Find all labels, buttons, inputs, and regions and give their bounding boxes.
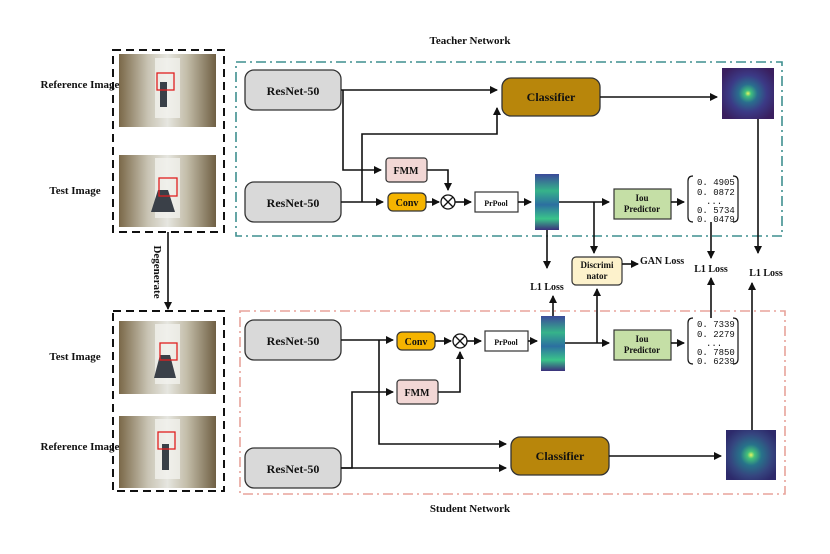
student-conv-label: Conv bbox=[405, 337, 428, 348]
teacher-multiply-icon bbox=[440, 194, 456, 210]
teacher-test-label: Test Image bbox=[49, 185, 100, 197]
student-score-vector: 0. 7339 0. 2279 ... 0. 7850 0. 6239 bbox=[687, 317, 739, 367]
student-heatmap bbox=[726, 430, 776, 480]
teacher-classifier-label: Classifier bbox=[527, 90, 576, 104]
teacher-reference-image bbox=[119, 54, 216, 127]
student-resnet-bottom-label: ResNet-50 bbox=[267, 462, 320, 476]
teacher-score-2: ... bbox=[706, 197, 722, 207]
student-reference-image bbox=[119, 416, 216, 488]
heatmap-l1-loss-label: L1 Loss bbox=[749, 268, 783, 279]
edge-t-fmm-multiply bbox=[427, 169, 452, 191]
student-images-frame bbox=[112, 310, 225, 492]
student-multiply-icon bbox=[452, 333, 468, 349]
student-fmm-label: FMM bbox=[405, 388, 431, 399]
edge-s-test-classifier bbox=[378, 340, 507, 448]
teacher-images-frame bbox=[112, 49, 225, 233]
student-network-frame bbox=[239, 310, 786, 495]
student-resnet-top-label: ResNet-50 bbox=[267, 334, 320, 348]
teacher-conv-label: Conv bbox=[396, 198, 419, 209]
teacher-prpool-label: PrPool bbox=[484, 199, 508, 208]
teacher-score-0: 0. 4905 bbox=[697, 178, 735, 188]
student-feature-map bbox=[541, 316, 565, 371]
edge-t-ref-fmm bbox=[342, 90, 382, 174]
score-l1-loss-label: L1 Loss bbox=[694, 264, 728, 275]
teacher-score-1: 0. 0872 bbox=[697, 188, 735, 198]
student-prpool-label: PrPool bbox=[494, 338, 518, 347]
teacher-feature-map bbox=[535, 174, 559, 230]
student-test-label: Test Image bbox=[49, 351, 100, 363]
teacher-reference-label: Reference Image bbox=[41, 79, 120, 91]
teacher-test-image bbox=[119, 155, 216, 227]
student-reference-label: Reference Image bbox=[41, 441, 120, 453]
student-iou-predictor bbox=[613, 329, 672, 361]
student-score-0: 0. 7339 bbox=[697, 320, 735, 330]
student-score-4: 0. 6239 bbox=[697, 357, 735, 367]
student-network-title: Student Network bbox=[430, 503, 511, 515]
degenerate-label: Degenerate bbox=[151, 245, 163, 298]
student-score-1: 0. 2279 bbox=[697, 330, 735, 340]
edge-s-ref-fmm bbox=[341, 388, 394, 469]
student-classifier-label: Classifier bbox=[536, 449, 585, 463]
discriminator bbox=[571, 256, 623, 286]
teacher-heatmap bbox=[722, 68, 774, 119]
gan-loss-label: GAN Loss bbox=[640, 256, 684, 267]
teacher-fmm-label: FMM bbox=[394, 166, 420, 177]
edge-t-test-classifier bbox=[361, 107, 501, 202]
teacher-resnet-top-label: ResNet-50 bbox=[267, 84, 320, 98]
teacher-score-3: 0. 5734 bbox=[697, 206, 735, 216]
teacher-resnet-bottom-label: ResNet-50 bbox=[267, 196, 320, 210]
teacher-network-title: Teacher Network bbox=[430, 35, 512, 47]
teacher-score-4: 0. 0479 bbox=[697, 215, 735, 225]
student-test-image bbox=[119, 321, 216, 394]
student-score-2: ... bbox=[706, 339, 722, 349]
student-score-3: 0. 7850 bbox=[697, 348, 735, 358]
feature-l1-loss-label: L1 Loss bbox=[530, 282, 564, 293]
teacher-score-vector: 0. 4905 0. 0872 ... 0. 5734 0. 0479 bbox=[687, 175, 739, 225]
edge-s-fmm-multiply bbox=[438, 351, 464, 393]
teacher-iou-predictor bbox=[613, 188, 672, 220]
